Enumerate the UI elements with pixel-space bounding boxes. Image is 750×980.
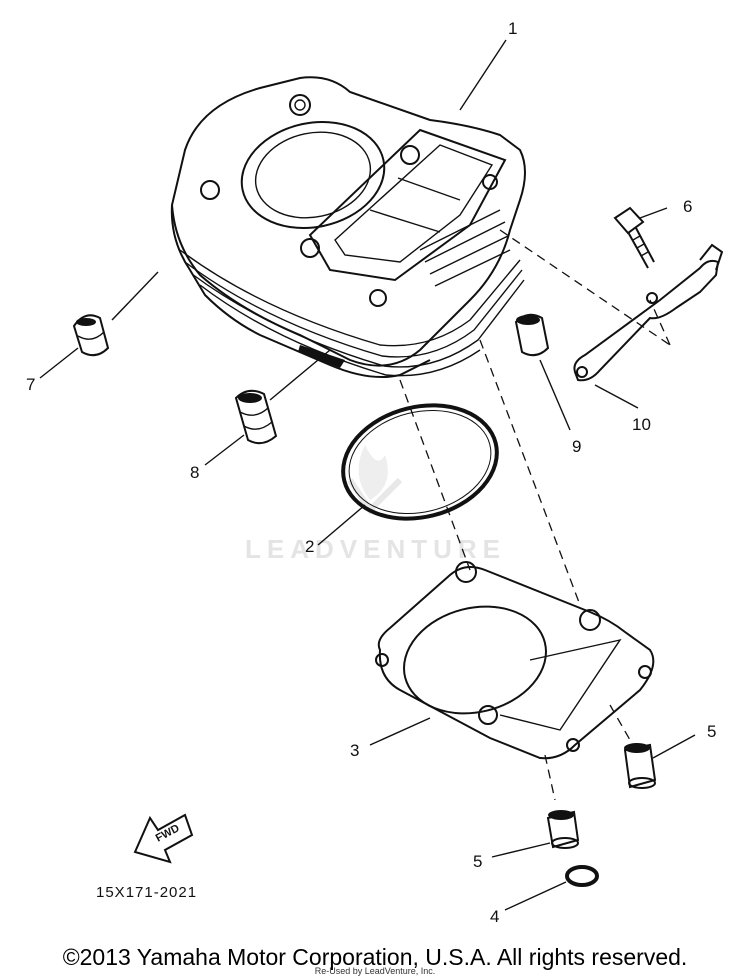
- leader-lines: [39, 207, 696, 911]
- fwd-label: FWD: [154, 822, 182, 844]
- callout-1: 1: [508, 19, 517, 38]
- callout-5a: 5: [707, 722, 716, 741]
- copyright-notice: ©2013 Yamaha Motor Corporation, U.S.A. A…: [62, 944, 688, 970]
- small-o-ring: [565, 865, 599, 887]
- watermark: LEADVENTURE: [245, 445, 506, 564]
- callout-10: 10: [632, 415, 651, 434]
- watermark-text: LEADVENTURE: [245, 534, 506, 564]
- dowel-pin-9: [514, 313, 550, 357]
- callout-8: 8: [190, 463, 199, 482]
- dowel-pin-7: [72, 314, 110, 357]
- bracket: [573, 243, 724, 382]
- o-ring: [341, 403, 499, 521]
- dowel-pin-5a: [623, 743, 657, 789]
- callout-5b: 5: [473, 852, 482, 871]
- callout-4: 4: [490, 907, 499, 926]
- callout-7: 7: [26, 375, 35, 394]
- callout-6: 6: [683, 197, 692, 216]
- reprint-notice: Re-Used by LeadVenture, Inc.: [314, 966, 436, 976]
- bolt: [613, 206, 655, 269]
- cylinder: [170, 76, 526, 378]
- cylinder-gasket: [375, 561, 655, 760]
- callout-3: 3: [350, 741, 359, 760]
- diagram-code: 15X171-2021: [96, 884, 197, 901]
- fwd-arrow-icon: FWD: [133, 813, 194, 864]
- dowel-pin-8: [234, 389, 278, 445]
- callout-9: 9: [572, 437, 581, 456]
- callout-2: 2: [305, 537, 314, 556]
- dowel-pin-5b: [546, 810, 580, 849]
